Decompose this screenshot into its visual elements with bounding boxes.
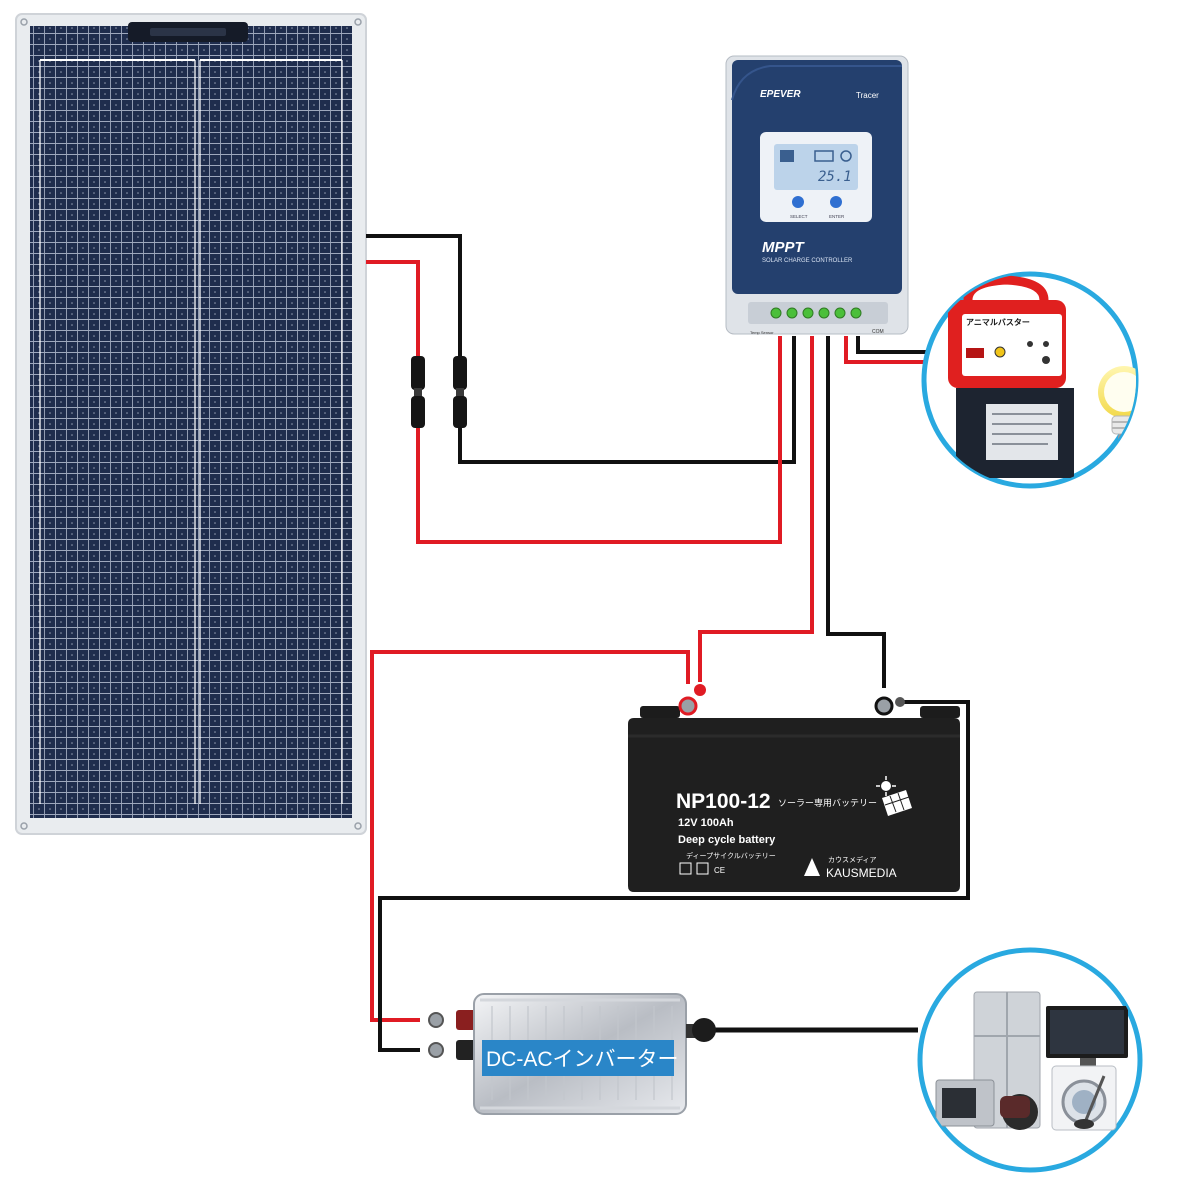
- appliances-circle: [917, 947, 1143, 1173]
- mppt-title: MPPT: [762, 239, 806, 256]
- lcd-bulb-icon: [840, 150, 852, 162]
- kausmedia-logo: [804, 858, 820, 876]
- battery-negative-wire: [826, 336, 886, 688]
- battery-negative-terminal: [874, 696, 905, 716]
- panel-positive-wire: [366, 260, 420, 360]
- pv-negative-wire: [458, 336, 796, 464]
- battery-model-suffix: ソーラー専用バッテリー: [778, 797, 877, 808]
- battery-brand-jp: カウスメディア: [828, 855, 877, 864]
- inverter-positive-wire: [370, 650, 690, 1022]
- select-label: SELECT: [790, 214, 808, 219]
- fence-energizer: アニマルバスター: [948, 275, 1074, 478]
- appliances-icon: [935, 991, 1128, 1131]
- load-circle: アニマルバスター: [921, 271, 1139, 489]
- inverter: DC-ACインバーター: [428, 993, 716, 1115]
- battery-type-en: Deep cycle battery: [678, 834, 776, 846]
- battery-type-jp: ディープサイクルバッテリー: [686, 851, 776, 860]
- battery-positive-wire: [698, 336, 814, 682]
- terminal-block: [770, 307, 862, 319]
- solar-panel: [15, 13, 367, 835]
- controller-model: Tracer: [856, 91, 879, 100]
- temp-sensor-label: Temp Sensor: [750, 330, 774, 335]
- lcd-reading: 25.1: [818, 169, 852, 185]
- inverter-terminal-positive: [428, 1010, 478, 1030]
- inverter-terminal-negative: [428, 1040, 478, 1060]
- controller-brand: EPEVER: [760, 89, 801, 100]
- svg-text:CE: CE: [714, 866, 725, 875]
- lcd-battery-icon: [814, 150, 834, 162]
- inverter-label: DC-ACインバーター: [486, 1048, 679, 1071]
- certification-icons: CE: [679, 862, 725, 875]
- enter-button[interactable]: [830, 196, 842, 208]
- battery-brand-en: KAUSMEDIA: [826, 866, 897, 880]
- fence-energizer-label: アニマルバスター: [966, 317, 1030, 327]
- inverter-label-box: [482, 1040, 674, 1076]
- com-label: COM: [872, 329, 884, 335]
- load-positive-wire: [844, 336, 938, 364]
- battery-model: NP100-12: [676, 790, 771, 813]
- inverter-negative-wire: [378, 700, 970, 1052]
- lcd-panel-icon: [780, 150, 794, 162]
- ac-output-socket: [686, 1018, 716, 1042]
- battery-solar-icon: [876, 776, 912, 816]
- controller-subtitle: SOLAR CHARGE CONTROLLER: [762, 258, 853, 264]
- load-negative-wire: [856, 336, 938, 354]
- pv-positive-wire: [416, 336, 782, 544]
- battery-positive-terminal: [678, 684, 706, 716]
- select-button[interactable]: [792, 196, 804, 208]
- battery-capacity: 12V 100Ah: [678, 817, 734, 829]
- mc4-connectors: [411, 356, 467, 428]
- enter-label: ENTER: [829, 214, 845, 219]
- charge-controller: EPEVER Tracer 25.1 SELECT ENTER MPPT SOL…: [725, 55, 909, 335]
- battery: NP100-12 ソーラー専用バッテリー 12V 100Ah Deep cycl…: [628, 684, 960, 892]
- panel-negative-wire: [366, 234, 462, 360]
- wires: [366, 234, 970, 1052]
